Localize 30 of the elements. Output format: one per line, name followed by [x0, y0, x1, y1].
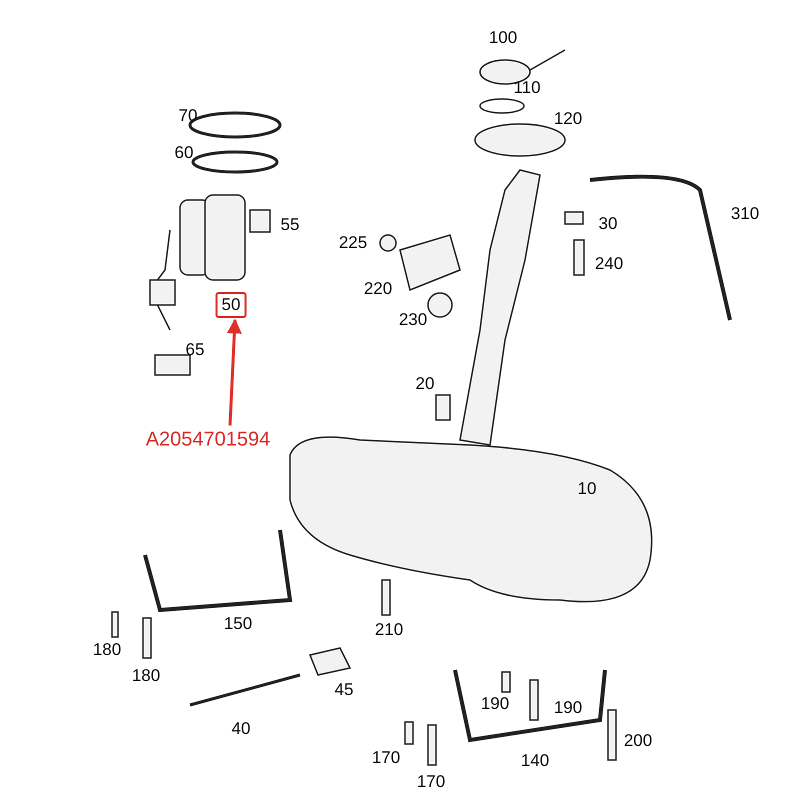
arrow: [226, 318, 242, 426]
callout-number: 45: [334, 680, 354, 700]
callout-number: 310: [730, 204, 760, 224]
callout-number: 100: [488, 28, 518, 48]
callout-number: 240: [594, 254, 624, 274]
callout-number: 200: [624, 731, 652, 751]
callout-number: 40: [232, 719, 250, 739]
callout-number: 225: [338, 233, 368, 253]
callout-number: 190: [554, 698, 582, 718]
callout-number: 180: [132, 666, 160, 686]
callout-number: 30: [598, 214, 618, 234]
callout-number: 10: [578, 479, 596, 499]
callout-number: 220: [364, 279, 392, 299]
callout-number: 170: [372, 748, 400, 768]
callout-number: 50: [216, 292, 246, 318]
callout-number: 210: [374, 620, 404, 640]
callout-number: 70: [178, 106, 198, 126]
callout-number: 140: [520, 751, 550, 771]
callout-number: 60: [174, 143, 194, 163]
callout-number: 180: [92, 640, 122, 660]
part-number: A2054701594: [146, 428, 270, 452]
callout-number: 55: [280, 215, 300, 235]
callout-number: 170: [416, 772, 446, 792]
callout-number: 190: [480, 694, 510, 714]
callout-number: 20: [416, 374, 434, 394]
callout-number: 65: [186, 340, 204, 360]
callout-number: 150: [224, 614, 252, 634]
callout-number: 120: [554, 109, 582, 129]
callout-number: 230: [398, 310, 428, 330]
callout-number: 110: [513, 78, 541, 98]
